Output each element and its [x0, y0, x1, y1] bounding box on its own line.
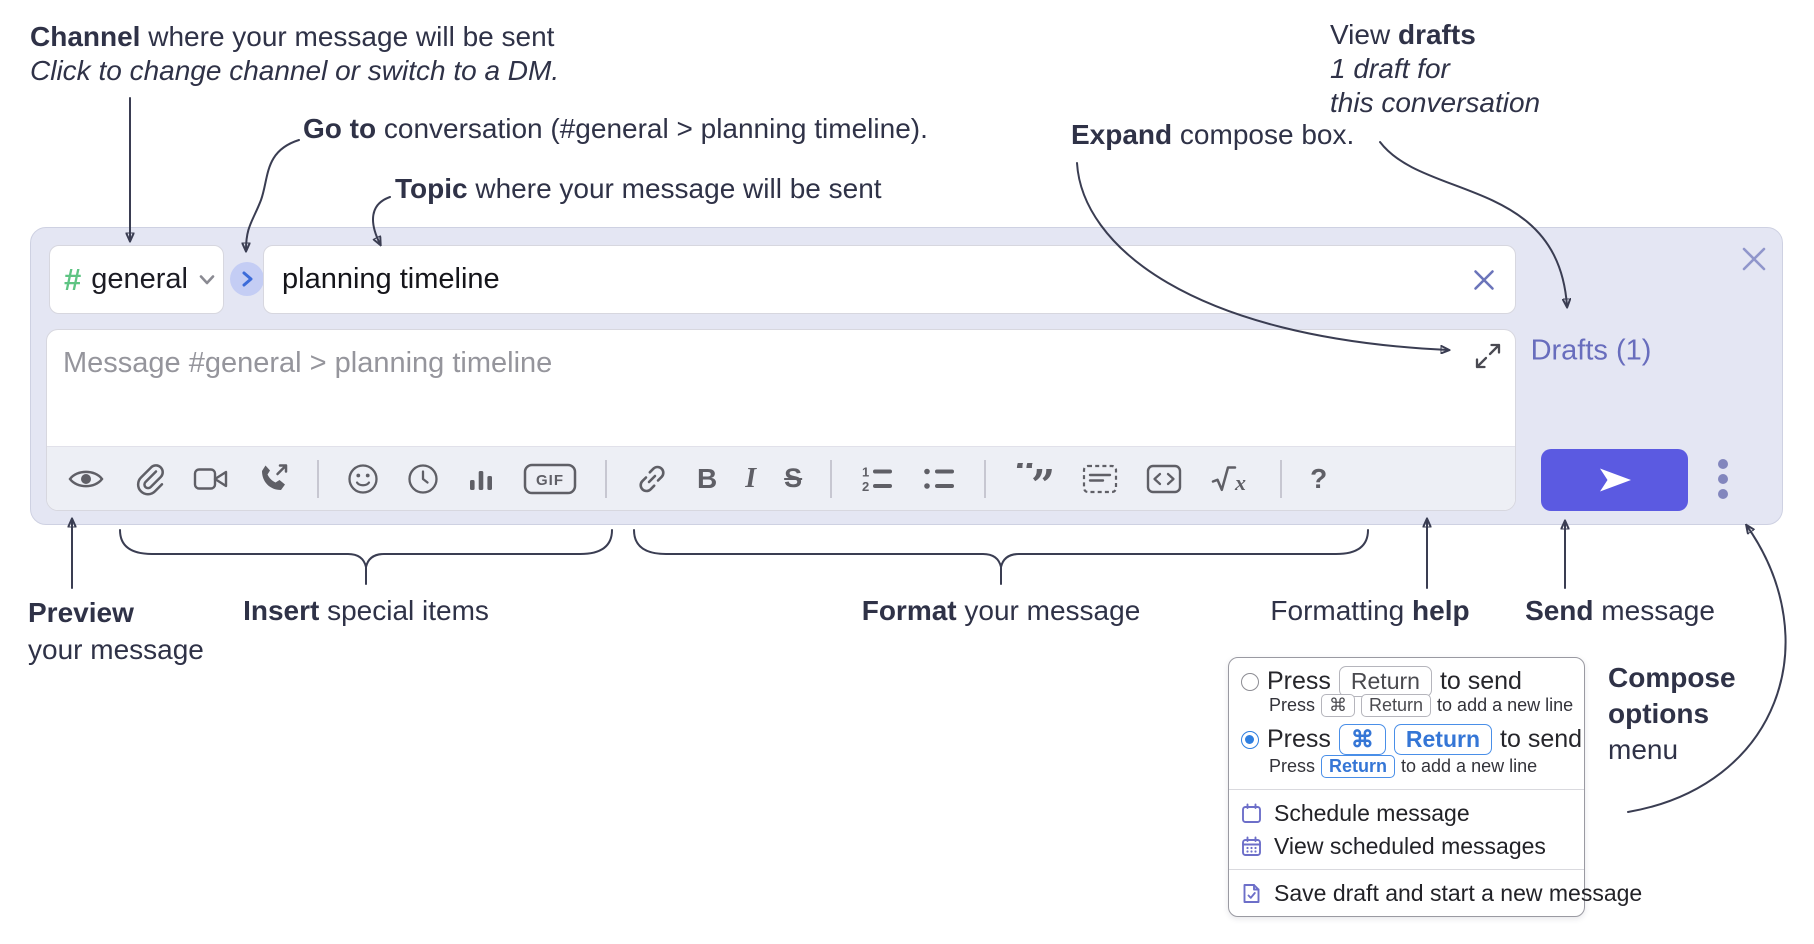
draft-document-icon: [1243, 884, 1260, 903]
time-icon[interactable]: [407, 459, 439, 499]
attach-file-icon[interactable]: [133, 459, 165, 499]
spoiler-icon[interactable]: [1082, 459, 1118, 499]
svg-text:1: 1: [862, 464, 869, 479]
code-icon[interactable]: [1146, 459, 1182, 499]
preview-icon[interactable]: [67, 459, 105, 499]
toolbar-separator: [317, 459, 319, 498]
send-annotation: Send message: [1525, 595, 1715, 626]
view-scheduled-messages-item[interactable]: View scheduled messages: [1241, 833, 1546, 860]
compose-options-annotation: Compose options menu: [1608, 662, 1736, 765]
return-key-chip: Return: [1361, 694, 1432, 717]
return-key-chip: Return: [1338, 666, 1432, 697]
preview-annotation: Preview your message: [28, 597, 204, 665]
toolbar-separator: [1280, 459, 1283, 498]
option-text: Press: [1267, 725, 1331, 753]
toolbar-separator: [830, 459, 833, 498]
chevron-down-icon: [198, 274, 216, 286]
calendar-grid-icon: [1242, 836, 1261, 856]
return-key-chip: Return: [1321, 755, 1396, 778]
expand-annotation: Expand compose box.: [1071, 119, 1355, 150]
compose-options-menu-icon[interactable]: [1718, 459, 1728, 499]
poll-icon[interactable]: [467, 459, 495, 499]
topic-input[interactable]: planning timeline: [263, 245, 1516, 314]
channel-annotation: Channel where your message will be sent …: [30, 21, 560, 86]
format-annotation: Format your message: [861, 595, 1141, 626]
svg-text:2: 2: [862, 479, 869, 494]
send-option-cmd-return[interactable]: Press ⌘ Return to send: [1241, 724, 1582, 755]
svg-text:“: “: [1014, 463, 1038, 495]
bold-icon[interactable]: B: [697, 462, 718, 494]
link-icon[interactable]: [635, 459, 669, 499]
goto-annotation: Go to conversation (#general > planning …: [303, 113, 928, 144]
close-compose-icon[interactable]: [1740, 245, 1768, 273]
cmd-key-chip: ⌘: [1321, 694, 1356, 717]
hash-icon: #: [64, 261, 82, 297]
return-key-chip: Return: [1393, 724, 1493, 755]
schedule-message-item[interactable]: Schedule message: [1241, 800, 1470, 827]
emoji-icon[interactable]: [347, 459, 379, 499]
expand-compose-icon[interactable]: [1475, 343, 1501, 369]
send-option-return[interactable]: Press Return to send: [1241, 666, 1522, 697]
bulleted-list-icon[interactable]: [922, 459, 956, 499]
toolbar-separator: [984, 459, 987, 498]
math-icon[interactable]: x: [1210, 459, 1252, 499]
svg-text:x: x: [1234, 470, 1246, 494]
save-draft-item[interactable]: Save draft and start a new message: [1241, 880, 1642, 907]
go-to-conversation-button[interactable]: [230, 262, 264, 296]
voice-call-icon[interactable]: [257, 459, 289, 499]
cmd-key-chip: ⌘: [1338, 724, 1386, 755]
topic-value: planning timeline: [282, 263, 500, 295]
formatting-help-annotation: Formatting help: [1270, 595, 1470, 626]
toolbar-separator: [605, 459, 607, 498]
drafts-link[interactable]: Drafts (1): [1530, 334, 1652, 367]
calendar-icon: [1242, 803, 1261, 823]
send-plane-icon: [1599, 468, 1631, 492]
radio-selected-icon[interactable]: [1241, 730, 1259, 749]
compose-box: # general planning timeline Message #gen…: [30, 227, 1783, 525]
message-box[interactable]: Message #general > planning timeline: [46, 329, 1516, 511]
clear-topic-icon[interactable]: [1471, 267, 1497, 293]
video-call-icon[interactable]: [193, 459, 229, 499]
message-formatting-help-icon[interactable]: ?: [1310, 462, 1328, 494]
drafts-annotation: View drafts 1 draft for this conversatio…: [1330, 19, 1541, 118]
insert-brace: [119, 529, 613, 585]
compose-options-popup: Press Return to send Press ⌘ Return to a…: [1228, 657, 1642, 917]
channel-name: general: [91, 263, 188, 295]
radio-unselected-icon[interactable]: [1241, 672, 1259, 691]
send-button[interactable]: [1541, 449, 1688, 511]
send-option-return-sub: Press ⌘ Return to add a new line: [1269, 694, 1574, 717]
send-option-cmd-return-sub: Press Return to add a new line: [1269, 755, 1538, 778]
popup-divider: [1229, 869, 1584, 870]
format-brace: [633, 529, 1369, 585]
option-text: to send: [1500, 725, 1583, 753]
option-text: Press: [1267, 667, 1331, 695]
strikethrough-icon[interactable]: S: [784, 463, 803, 493]
gif-icon[interactable]: GIF: [523, 459, 577, 499]
option-text: to send: [1439, 667, 1522, 695]
svg-text:”: ”: [1031, 463, 1054, 495]
channel-selector[interactable]: # general: [49, 245, 224, 314]
message-placeholder: Message #general > planning timeline: [63, 347, 553, 379]
svg-text:GIF: GIF: [536, 472, 564, 489]
insert-annotation: Insert special items: [243, 595, 489, 626]
quote-icon[interactable]: “”: [1014, 459, 1054, 499]
italic-icon[interactable]: I: [745, 462, 757, 494]
chevron-right-icon: [242, 271, 252, 287]
popup-divider: [1229, 789, 1584, 790]
topic-annotation: Topic where your message will be sent: [395, 173, 882, 204]
